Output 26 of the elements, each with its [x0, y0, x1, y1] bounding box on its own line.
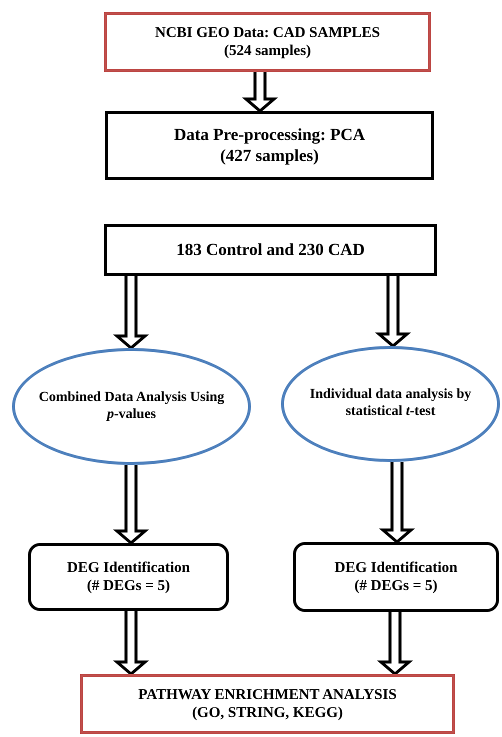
process-box [104, 12, 431, 72]
node-text: (# DEGs = 5) [86, 577, 170, 595]
node-text: Data Pre-processing: PCA [174, 125, 366, 146]
process-box [104, 224, 437, 276]
process-box [293, 542, 499, 612]
node-text: (# DEGs = 5) [354, 577, 438, 595]
node-text: DEG Identification [334, 559, 458, 577]
hollow-arrow [378, 460, 416, 544]
hollow-arrow [242, 70, 278, 113]
node-text: 183 Control and 230 CAD [176, 240, 365, 260]
node-text: Individual data analysis by statistical t-test [308, 387, 472, 421]
process-box [105, 111, 434, 180]
hollow-arrow [112, 610, 150, 676]
node-text: DEG Identification [67, 559, 190, 577]
node-text: NCBI GEO Data: CAD SAMPLES [154, 24, 380, 42]
hollow-arrow [112, 464, 150, 545]
node-text: (524 samples) [224, 42, 312, 60]
process-box [80, 674, 455, 734]
hollow-arrow [374, 274, 412, 348]
node-text: PATHWAY ENRICHMENT ANALYSIS [138, 686, 397, 704]
node-text: Combined Data Analysis Using p-values [38, 390, 226, 424]
node-text: (GO, STRING, KEGG) [192, 704, 343, 722]
process-box [28, 543, 229, 611]
hollow-arrow [376, 610, 414, 676]
hollow-arrow [112, 274, 150, 350]
node-text: (427 samples) [220, 146, 319, 166]
